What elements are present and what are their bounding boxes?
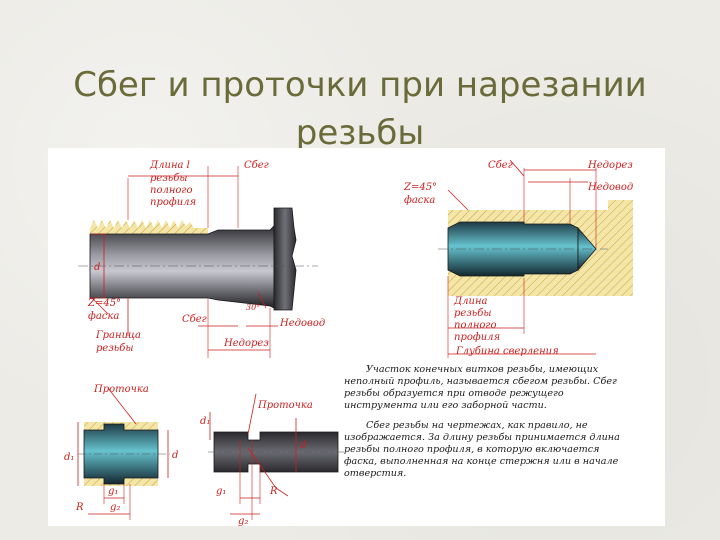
label-r-left: R xyxy=(75,502,84,513)
label-length-hole: Длина xyxy=(453,296,488,307)
note-p1-line2: неполный профиль, называется сбегом резь… xyxy=(344,376,617,387)
label-boundary: Граница xyxy=(95,330,141,341)
label-d1-left: d₁ xyxy=(64,452,74,463)
label-nedovod-hole: Недовод xyxy=(587,182,633,193)
label-protochka-right: Проточка xyxy=(257,400,313,411)
note-p2-line3: резьбы полного профиля, в которую включа… xyxy=(344,444,599,455)
note-p2-line5: отверстия. xyxy=(344,468,406,479)
label-nedovod: Недовод xyxy=(279,318,325,329)
label-length-2: резьбы xyxy=(150,173,187,184)
figure-bore-undercut: Проточка d₁ d g₁ g₂ R xyxy=(64,384,178,520)
note-p1-line3: резьбы образуется при отводе режущего xyxy=(344,388,564,399)
note-p2-line1: Сбег резьбы на чертежах, как правило, не xyxy=(366,420,588,431)
note-p1-line4: инструмента или его заборной части. xyxy=(344,400,547,411)
note-p2-line2: изображается. За длину резьбы принимаетс… xyxy=(344,432,620,443)
label-length-hole-2: резьбы xyxy=(454,308,491,319)
label-chamfer-hole-2: фаска xyxy=(404,195,435,206)
label-g1-right: g₁ xyxy=(216,486,226,497)
label-d-right: d xyxy=(300,440,306,451)
label-boundary-2: резьбы xyxy=(96,343,133,354)
label-d: d xyxy=(94,262,100,273)
label-nedorez-hole: Недорез xyxy=(587,160,633,171)
slide-title: Сбег и проточки при нарезании резьбы xyxy=(40,61,680,157)
title-line-2: резьбы xyxy=(295,112,425,153)
label-length-3: полного xyxy=(150,185,193,196)
label-depth: Глубина сверления xyxy=(455,346,559,357)
title-line-1: Сбег и проточки при нарезании xyxy=(73,64,647,105)
figure-threaded-hole: Сбег Недорез Недовод Z=45° фаска Длина р… xyxy=(403,159,633,358)
label-chamfer-hole: Z=45° xyxy=(403,182,437,193)
explanatory-notes: Участок конечных витков резьбы, имеющих … xyxy=(344,364,620,479)
thread-crest-top xyxy=(90,220,208,234)
label-length: Длина l xyxy=(149,160,190,171)
figure-shaft-undercut: Проточка d₁ d g₁ g₂ R xyxy=(200,393,346,526)
label-g2-left: g₂ xyxy=(110,502,120,513)
label-sbeg-bottom: Сбег xyxy=(182,314,207,325)
label-g2-right: g₂ xyxy=(238,516,248,526)
label-length-hole-3: полного xyxy=(454,320,497,331)
label-d1-right: d₁ xyxy=(200,416,210,427)
label-nedorez: Недорез xyxy=(223,338,269,349)
label-chamfer-2: фаска xyxy=(88,311,119,322)
label-d-left: d xyxy=(172,450,178,461)
note-p1-line1: Участок конечных витков резьбы, имеющих xyxy=(366,364,599,375)
note-p2-line4: фаска, выполненная на конце стержня или … xyxy=(344,456,619,467)
label-protochka-left: Проточка xyxy=(93,384,149,395)
label-r-right: R xyxy=(269,486,278,497)
label-length-4: профиля xyxy=(150,197,196,208)
label-angle: 30° xyxy=(246,303,260,312)
drawing-canvas: Длина l резьбы полного профиля Сбег d Z=… xyxy=(64,159,633,526)
label-length-hole-4: профиля xyxy=(454,332,500,343)
bolt-head xyxy=(273,207,297,311)
chamfer-leader xyxy=(91,297,109,315)
label-sbeg-hole: Сбег xyxy=(488,160,513,171)
figure-bolt-runout: Длина l резьбы полного профиля Сбег d Z=… xyxy=(78,160,325,358)
label-g1-left: g₁ xyxy=(108,486,118,497)
label-sbeg-top: Сбег xyxy=(244,160,269,171)
drawing-panel: Длина l резьбы полного профиля Сбег d Z=… xyxy=(48,148,665,526)
bolt-shaft xyxy=(89,225,275,309)
label-chamfer: Z=45° xyxy=(87,298,121,309)
